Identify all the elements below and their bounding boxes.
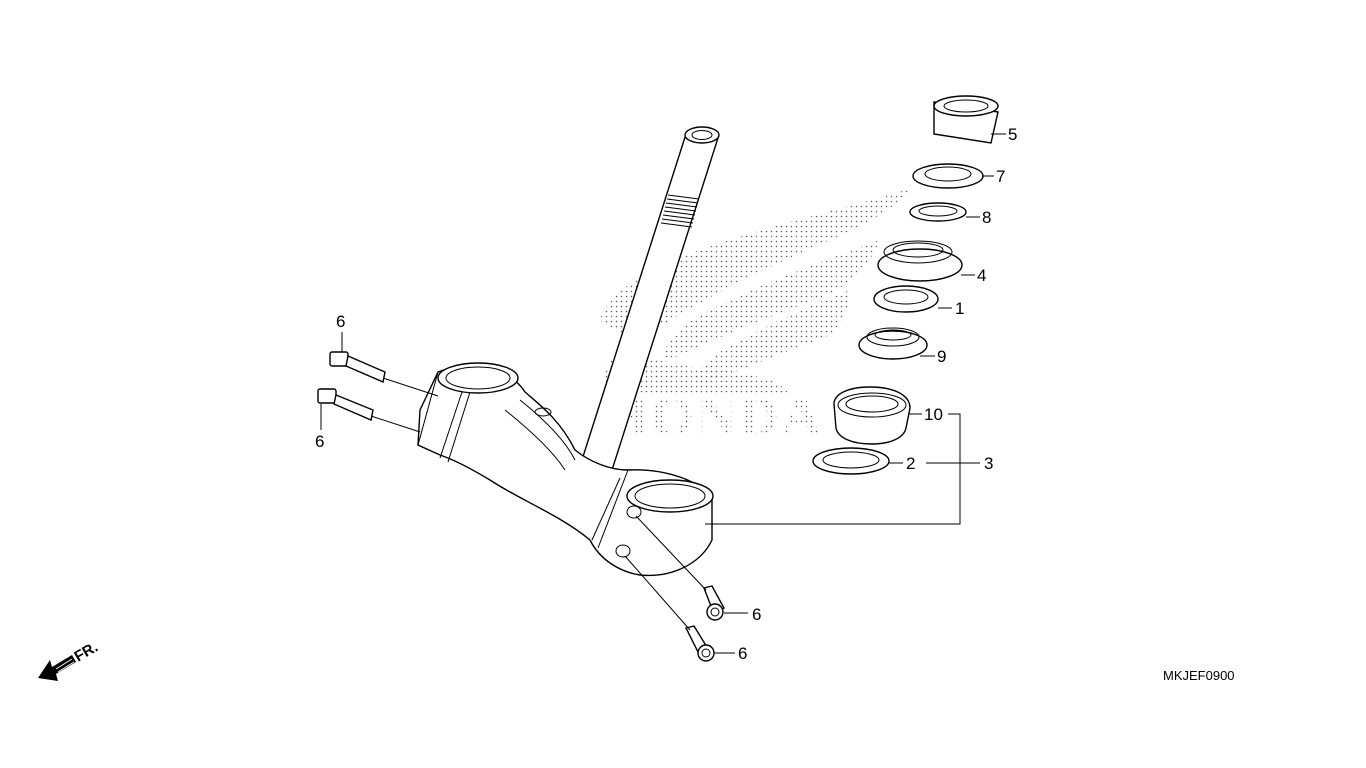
leader-lines	[320, 133, 1006, 654]
front-direction-arrow-icon	[38, 655, 76, 681]
lower-bracket	[417, 362, 714, 577]
part-5-collar	[933, 95, 999, 144]
part-10-lower-bearing	[833, 386, 911, 445]
part-8-lock-washer	[909, 202, 967, 222]
front-direction-label: FR.	[72, 639, 101, 666]
bolt-upper-left	[329, 351, 386, 383]
callout-5: 5	[1008, 125, 1017, 144]
callout-6-bolt-b: 6	[738, 644, 747, 663]
callout-6-lower-left: 6	[315, 432, 324, 451]
part-7-lock-nut	[912, 163, 984, 189]
honda-wing-watermark: HONDA	[600, 188, 912, 448]
part-1-dust-seal	[873, 285, 939, 313]
callout-7: 7	[996, 167, 1005, 186]
callout-1: 1	[955, 299, 964, 318]
part-9-upper-bearing	[858, 327, 928, 360]
honda-watermark-text: HONDA	[605, 386, 823, 448]
callout-9: 9	[937, 347, 946, 366]
part-4-adjusting-nut	[877, 240, 963, 282]
callout-6-upper-left: 6	[336, 312, 345, 331]
part-2-dust-seal	[812, 447, 890, 475]
pinch-bolt-b	[684, 625, 715, 662]
callout-2: 2	[906, 454, 915, 473]
pinch-bolt-a	[703, 585, 725, 621]
callout-8: 8	[982, 208, 991, 227]
callout-6-bolt-a: 6	[752, 605, 761, 624]
drawing-code: MKJEF0900	[1163, 668, 1235, 683]
bolt-lower-left	[317, 388, 374, 421]
callout-10: 10	[924, 405, 943, 424]
callout-3: 3	[984, 454, 993, 473]
callout-4: 4	[977, 266, 986, 285]
